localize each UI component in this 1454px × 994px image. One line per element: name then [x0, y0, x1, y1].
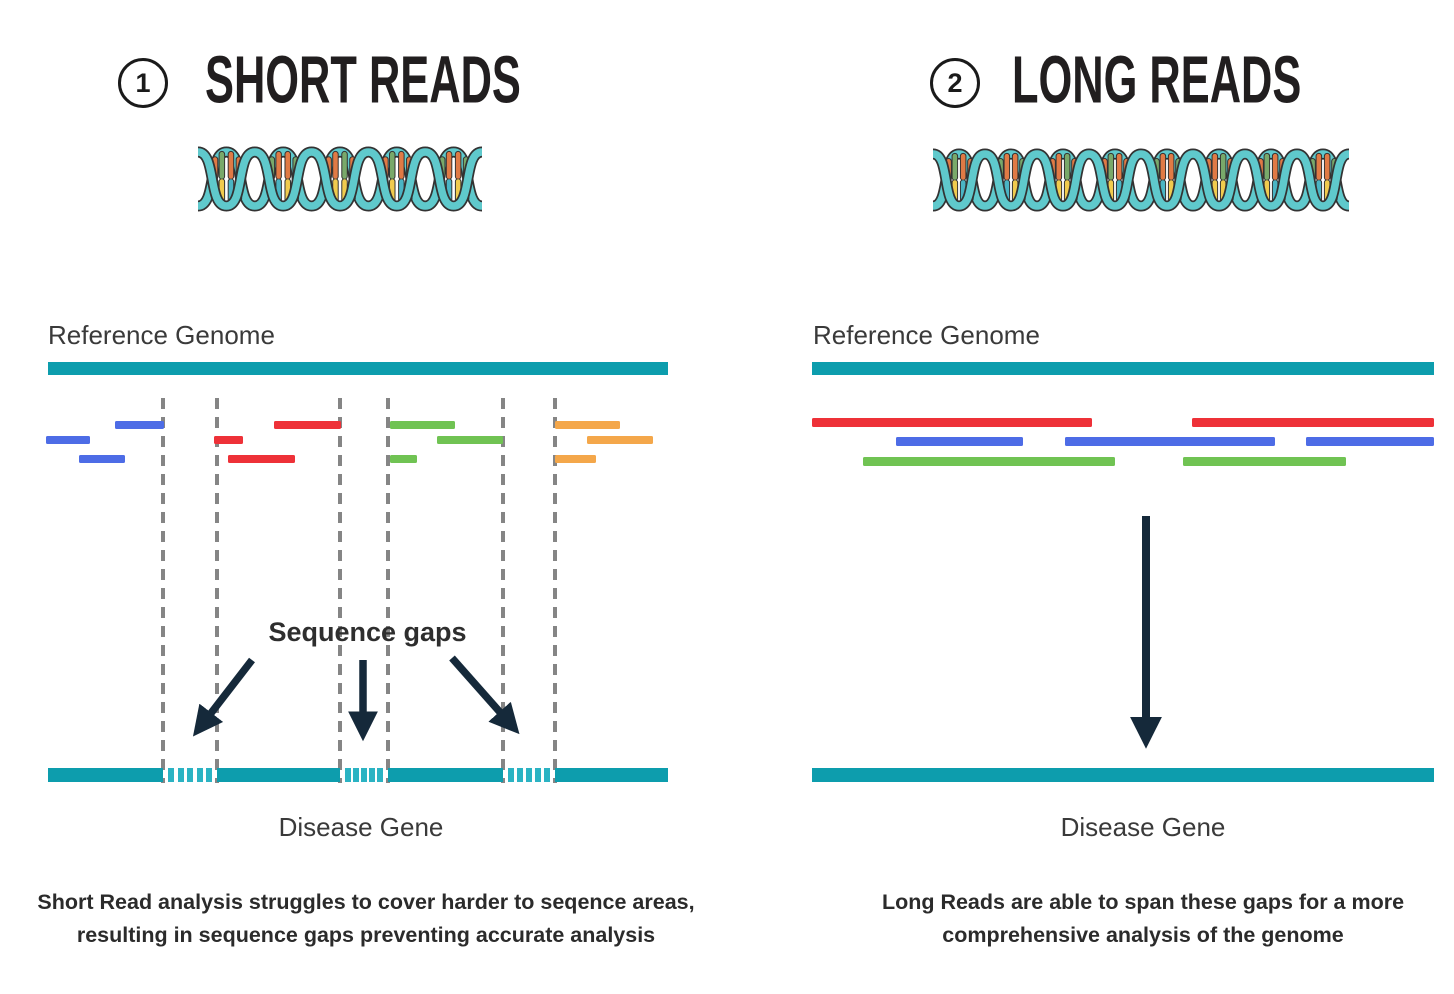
- disease-gene-label-right: Disease Gene: [1060, 812, 1226, 842]
- short-reads-caption-line1: Short Read analysis struggles to cover h…: [37, 890, 695, 914]
- disease-gene-bar-left-gap-2-dash-5: [377, 768, 383, 782]
- long-read-red: [812, 418, 1092, 427]
- sequence-gap-line-4: [386, 398, 390, 783]
- dna-back-ribbon: [933, 150, 1349, 210]
- sequence-gaps-label: Sequence gaps: [268, 617, 467, 647]
- disease-gene-bar-left-segment-3: [388, 768, 503, 782]
- short-read-red: [214, 436, 243, 444]
- disease-gene-label-left: Disease Gene: [278, 812, 444, 842]
- dna-front-ribbon: [198, 148, 482, 210]
- short-read-red: [274, 421, 341, 429]
- disease-gene-bar-left-gap-1-dash-4: [196, 768, 203, 782]
- disease-gene-bar-left-segment-2: [217, 768, 340, 782]
- long-read-green: [1183, 457, 1346, 466]
- sequence-gap-line-1: [161, 398, 165, 783]
- step-2-number: 2: [947, 67, 963, 98]
- disease-gene-bar-left-gap-3-dash-2: [517, 768, 523, 782]
- disease-gene-bar-left-gap-3-dash-3: [526, 768, 532, 782]
- short-read-orange: [555, 455, 596, 463]
- short-read-red: [228, 455, 295, 463]
- step-1-number: 1: [135, 67, 151, 98]
- disease-gene-bar-left-gap-3-dash-5: [544, 768, 550, 782]
- reference-genome-label-right: Reference Genome: [813, 320, 1040, 350]
- short-read-blue: [79, 455, 125, 463]
- short-read-green: [390, 455, 417, 463]
- reference-genome-label-left: Reference Genome: [48, 320, 275, 350]
- disease-gene-bar-left-gap-3-dash-1: [508, 768, 514, 782]
- short-read-orange: [587, 436, 653, 444]
- disease-gene-bar-left-gap-2-dash-1: [345, 768, 351, 782]
- step-2-badge: 2: [930, 58, 980, 108]
- dna-front-ribbon: [933, 150, 1349, 210]
- short-reads-caption: Short Read analysis struggles to cover h…: [16, 886, 716, 952]
- disease-gene-bar-left-gap-1-dash-1: [168, 768, 174, 782]
- long-reads-caption-line2: comprehensive analysis of the genome: [942, 923, 1344, 947]
- long-reads-title: LONG READS: [1012, 43, 1302, 118]
- short-reads-title: SHORT READS: [205, 43, 521, 118]
- short-read-green: [390, 421, 455, 429]
- sequence-gap-line-5: [501, 398, 505, 783]
- disease-gene-bar-right-segment-1: [812, 768, 1434, 782]
- dna-back-ribbon: [198, 148, 482, 210]
- sequence-gap-line-2: [215, 398, 219, 783]
- short-read-blue: [46, 436, 90, 444]
- disease-gene-bar-left-gap-2-dash-3: [361, 768, 367, 782]
- sequence-gap-line-6: [553, 398, 557, 783]
- disease-gene-bar-left-gap-1-dash-2: [177, 768, 184, 782]
- reference-genome-bar-right: [812, 362, 1434, 375]
- long-read-blue: [1065, 437, 1275, 446]
- short-read-green: [437, 436, 503, 444]
- short-reads-caption-line2: resulting in sequence gaps preventing ac…: [76, 923, 656, 947]
- disease-gene-bar-left-segment-1: [48, 768, 163, 782]
- short-read-orange: [555, 421, 620, 429]
- long-reads-caption: Long Reads are able to span these gaps f…: [793, 886, 1454, 952]
- sequence-gap-line-3: [338, 398, 342, 783]
- short-read-blue: [115, 421, 164, 429]
- reference-genome-bar-left: [48, 362, 668, 375]
- disease-gene-bar-left-gap-2-dash-4: [369, 768, 375, 782]
- disease-gene-bar-left-segment-4: [555, 768, 668, 782]
- step-1-badge: 1: [118, 58, 168, 108]
- long-reads-caption-line1: Long Reads are able to span these gaps f…: [881, 890, 1405, 914]
- long-read-red: [1192, 418, 1434, 427]
- long-read-green: [863, 457, 1115, 466]
- gap-arrow-left-icon: [192, 657, 255, 737]
- disease-gene-bar-left-gap-1-dash-3: [187, 768, 193, 782]
- disease-gene-bar-left-gap-2-dash-2: [353, 768, 359, 782]
- disease-gene-bar-left-gap-1-dash-5: [206, 768, 212, 782]
- long-read-blue: [1306, 437, 1434, 446]
- disease-gene-bar-left-gap-3-dash-4: [535, 768, 541, 782]
- dna-helix-short-icon: [198, 146, 482, 212]
- dna-helix-long-icon: [933, 148, 1349, 212]
- long-read-blue: [896, 437, 1023, 446]
